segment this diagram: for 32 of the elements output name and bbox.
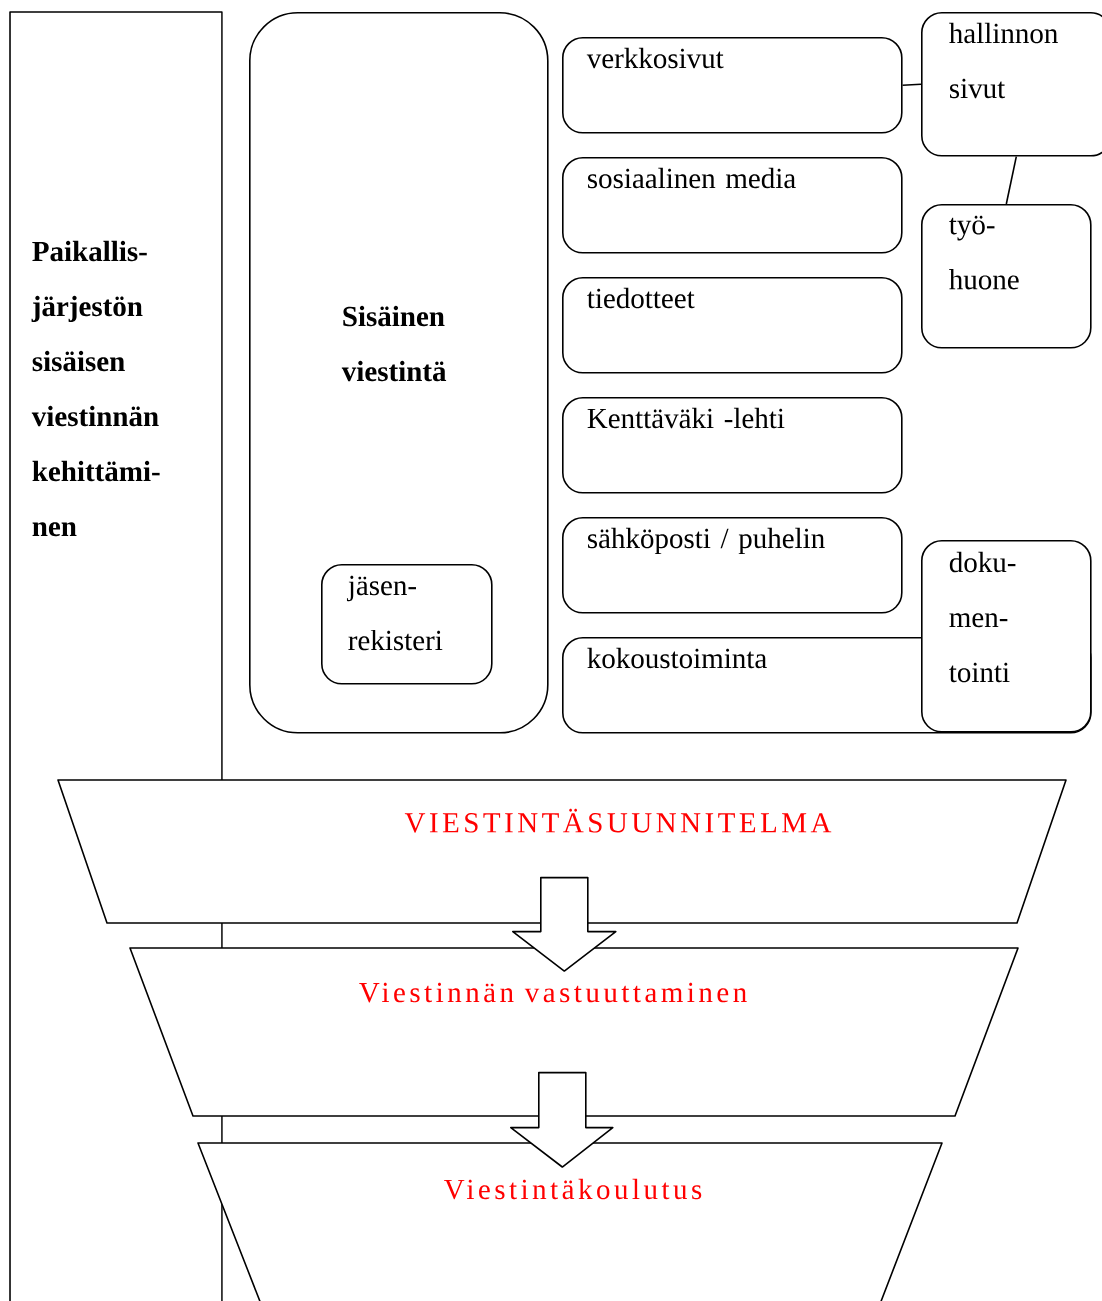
- band-label: Viestintäkoulutus: [444, 1178, 702, 1200]
- box-label: Sisäinen viestintä: [341, 305, 447, 382]
- box-label: hallinnon sivut: [949, 22, 1058, 99]
- box-label: sähköposti / puhelin: [588, 527, 825, 555]
- trapezoid-band: [57, 779, 1067, 924]
- rounded-box: [321, 564, 493, 685]
- box-label: jäsen- rekisteri: [346, 575, 443, 651]
- box-label: verkkosivut: [586, 47, 724, 69]
- block-arrow: [510, 1071, 614, 1168]
- rounded-box: [562, 397, 903, 494]
- band-label: Viestinnän vastuuttaminen: [359, 982, 747, 1003]
- connector-line: [1005, 155, 1018, 205]
- box-label: tiedotteet: [587, 287, 695, 309]
- rounded-box: [562, 37, 903, 134]
- rounded-box: [562, 517, 903, 614]
- box-label: doku- men- tointi: [949, 551, 1016, 683]
- rounded-box: [921, 204, 1092, 349]
- block-arrow: [512, 876, 617, 972]
- rounded-box: [921, 540, 1092, 733]
- trapezoid-band: [197, 1142, 943, 1301]
- connector-line: [901, 83, 922, 87]
- rounded-box: [562, 157, 903, 254]
- box-label: työ- huone: [949, 215, 1019, 290]
- rounded-box: [562, 277, 903, 374]
- band-label: VIESTINTÄSUUNNITELMA: [404, 808, 832, 833]
- box-label: Kenttäväki -lehti: [587, 407, 785, 429]
- rounded-box: [249, 12, 549, 734]
- box-label: Paikallis- järjestön sisäisen viestinnän kehittämi- nen: [31, 240, 160, 537]
- rounded-box: [921, 12, 1102, 157]
- trapezoid-band: [129, 947, 1019, 1117]
- box-label: sosiaalinen media: [588, 167, 796, 189]
- box-label: kokoustoiminta: [587, 647, 767, 669]
